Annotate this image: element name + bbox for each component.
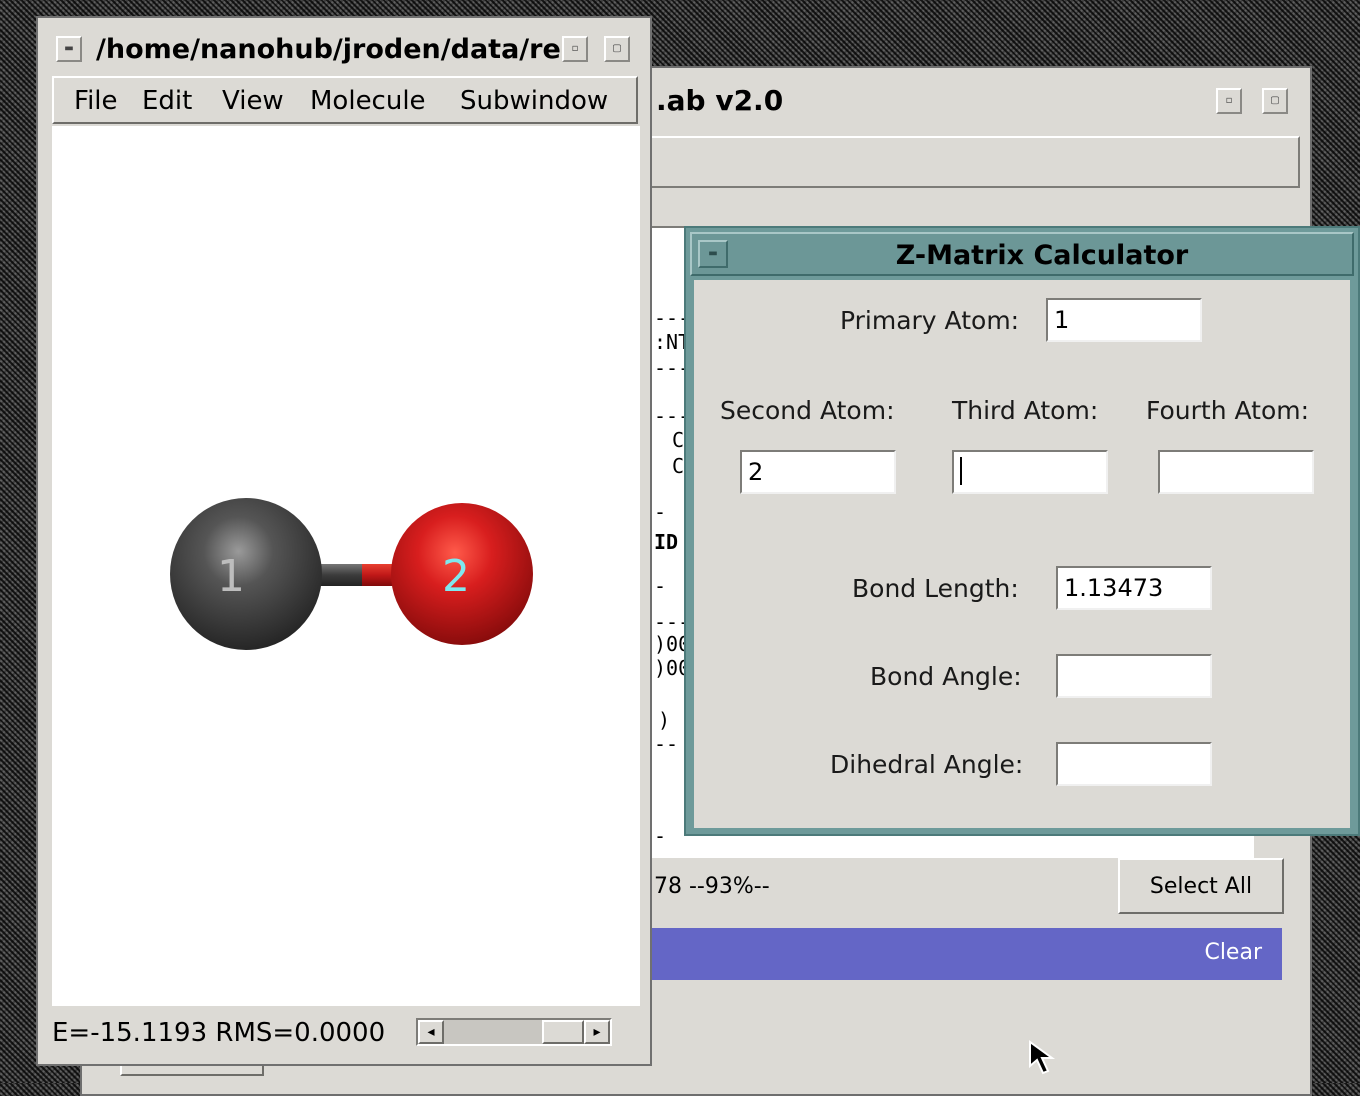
molecule-canvas[interactable]: 1 2: [52, 126, 640, 1006]
primary-atom-value: 1: [1054, 306, 1070, 334]
menu-subwindow[interactable]: Subwindow: [460, 86, 609, 116]
horizontal-scrollbar[interactable]: ◂ ▸: [416, 1018, 612, 1046]
dihedral-angle-label: Dihedral Angle:: [830, 750, 1024, 779]
second-atom-value: 2: [748, 458, 764, 486]
atom-oxygen[interactable]: [391, 503, 533, 645]
output-line: -: [654, 824, 667, 848]
maximize-button[interactable]: ▢: [604, 36, 630, 62]
arrow-right-icon: ▸: [593, 1024, 601, 1040]
viewer-status-row: E=-15.1193 RMS=0.0000 ◂ ▸: [52, 1012, 640, 1054]
molecule-viewer-titlebar[interactable]: ▬ /home/nanohub/jroden/data/re ▫ ▢: [38, 18, 650, 76]
output-line: ): [658, 708, 671, 732]
atom-label: 1: [217, 551, 245, 602]
output-line: --: [654, 732, 679, 756]
molecule-viewer-title: /home/nanohub/jroden/data/re: [96, 34, 560, 65]
third-atom-label: Third Atom:: [952, 396, 1099, 425]
bond-length-label: Bond Length:: [852, 574, 1019, 603]
menu-edit[interactable]: Edit: [142, 86, 193, 116]
main-app-title: .ab v2.0: [656, 84, 784, 117]
primary-atom-input[interactable]: 1: [1046, 298, 1202, 342]
zmatrix-title: Z-Matrix Calculator: [895, 240, 1189, 271]
maximize-icon: ▢: [612, 43, 622, 54]
primary-atom-label: Primary Atom:: [840, 306, 1020, 335]
fourth-atom-label: Fourth Atom:: [1146, 396, 1310, 425]
arrow-left-icon: ◂: [427, 1024, 435, 1040]
minimize-icon: ▫: [1225, 95, 1233, 106]
menu-view[interactable]: View: [222, 86, 284, 116]
energy-readout: E=-15.1193 RMS=0.0000: [52, 1018, 386, 1048]
select-all-button[interactable]: Select All: [1118, 858, 1284, 914]
menubar: File Edit View Molecule Subwindow: [52, 76, 638, 124]
output-line: C: [672, 454, 685, 478]
menu-file[interactable]: File: [74, 86, 118, 116]
text-caret: [960, 457, 962, 485]
clear-button[interactable]: Clear: [1204, 940, 1262, 965]
window-menu-icon: ▬: [708, 248, 718, 259]
atom-carbon[interactable]: [170, 498, 322, 650]
menu-molecule[interactable]: Molecule: [310, 86, 426, 116]
bond-angle-label: Bond Angle:: [870, 662, 1022, 691]
third-atom-input[interactable]: [952, 450, 1108, 494]
bond-length-value: 1.13473: [1064, 574, 1164, 602]
mouse-pointer-icon: [1029, 1040, 1056, 1075]
scroll-left-button[interactable]: ◂: [418, 1020, 444, 1044]
fourth-atom-input[interactable]: [1158, 450, 1314, 494]
second-atom-label: Second Atom:: [720, 396, 895, 425]
window-menu-button[interactable]: ▬: [698, 240, 728, 268]
maximize-button[interactable]: ▢: [1262, 88, 1288, 114]
minimize-icon: ▫: [571, 43, 579, 54]
atom-label: 2: [442, 551, 470, 602]
zmatrix-titlebar[interactable]: ▬ Z-Matrix Calculator: [690, 232, 1354, 276]
dihedral-angle-input[interactable]: [1056, 742, 1212, 786]
output-status: 78 --93%--: [654, 874, 770, 899]
zmatrix-body: Primary Atom: 1 Second Atom: Third Atom:…: [694, 280, 1350, 828]
second-atom-input[interactable]: 2: [740, 450, 896, 494]
select-all-label: Select All: [1149, 873, 1253, 899]
output-line: -: [654, 574, 667, 598]
window-menu-icon: ▬: [64, 43, 74, 54]
molecule-drawing: 1 2: [170, 498, 533, 650]
minimize-button[interactable]: ▫: [1216, 88, 1242, 114]
window-menu-button[interactable]: ▬: [56, 36, 82, 62]
maximize-icon: ▢: [1270, 95, 1280, 106]
output-line: ID: [654, 530, 679, 554]
scroll-right-button[interactable]: ▸: [584, 1020, 610, 1044]
minimize-button[interactable]: ▫: [562, 36, 588, 62]
output-line: -: [654, 500, 667, 524]
bond-length-input[interactable]: 1.13473: [1056, 566, 1212, 610]
scroll-thumb[interactable]: [542, 1020, 584, 1044]
output-line: C: [672, 428, 685, 452]
molecule-viewer-window: ▬ /home/nanohub/jroden/data/re ▫ ▢ File …: [36, 16, 652, 1066]
bond-angle-input[interactable]: [1056, 654, 1212, 698]
zmatrix-dialog: ▬ Z-Matrix Calculator Primary Atom: 1 Se…: [684, 226, 1360, 836]
